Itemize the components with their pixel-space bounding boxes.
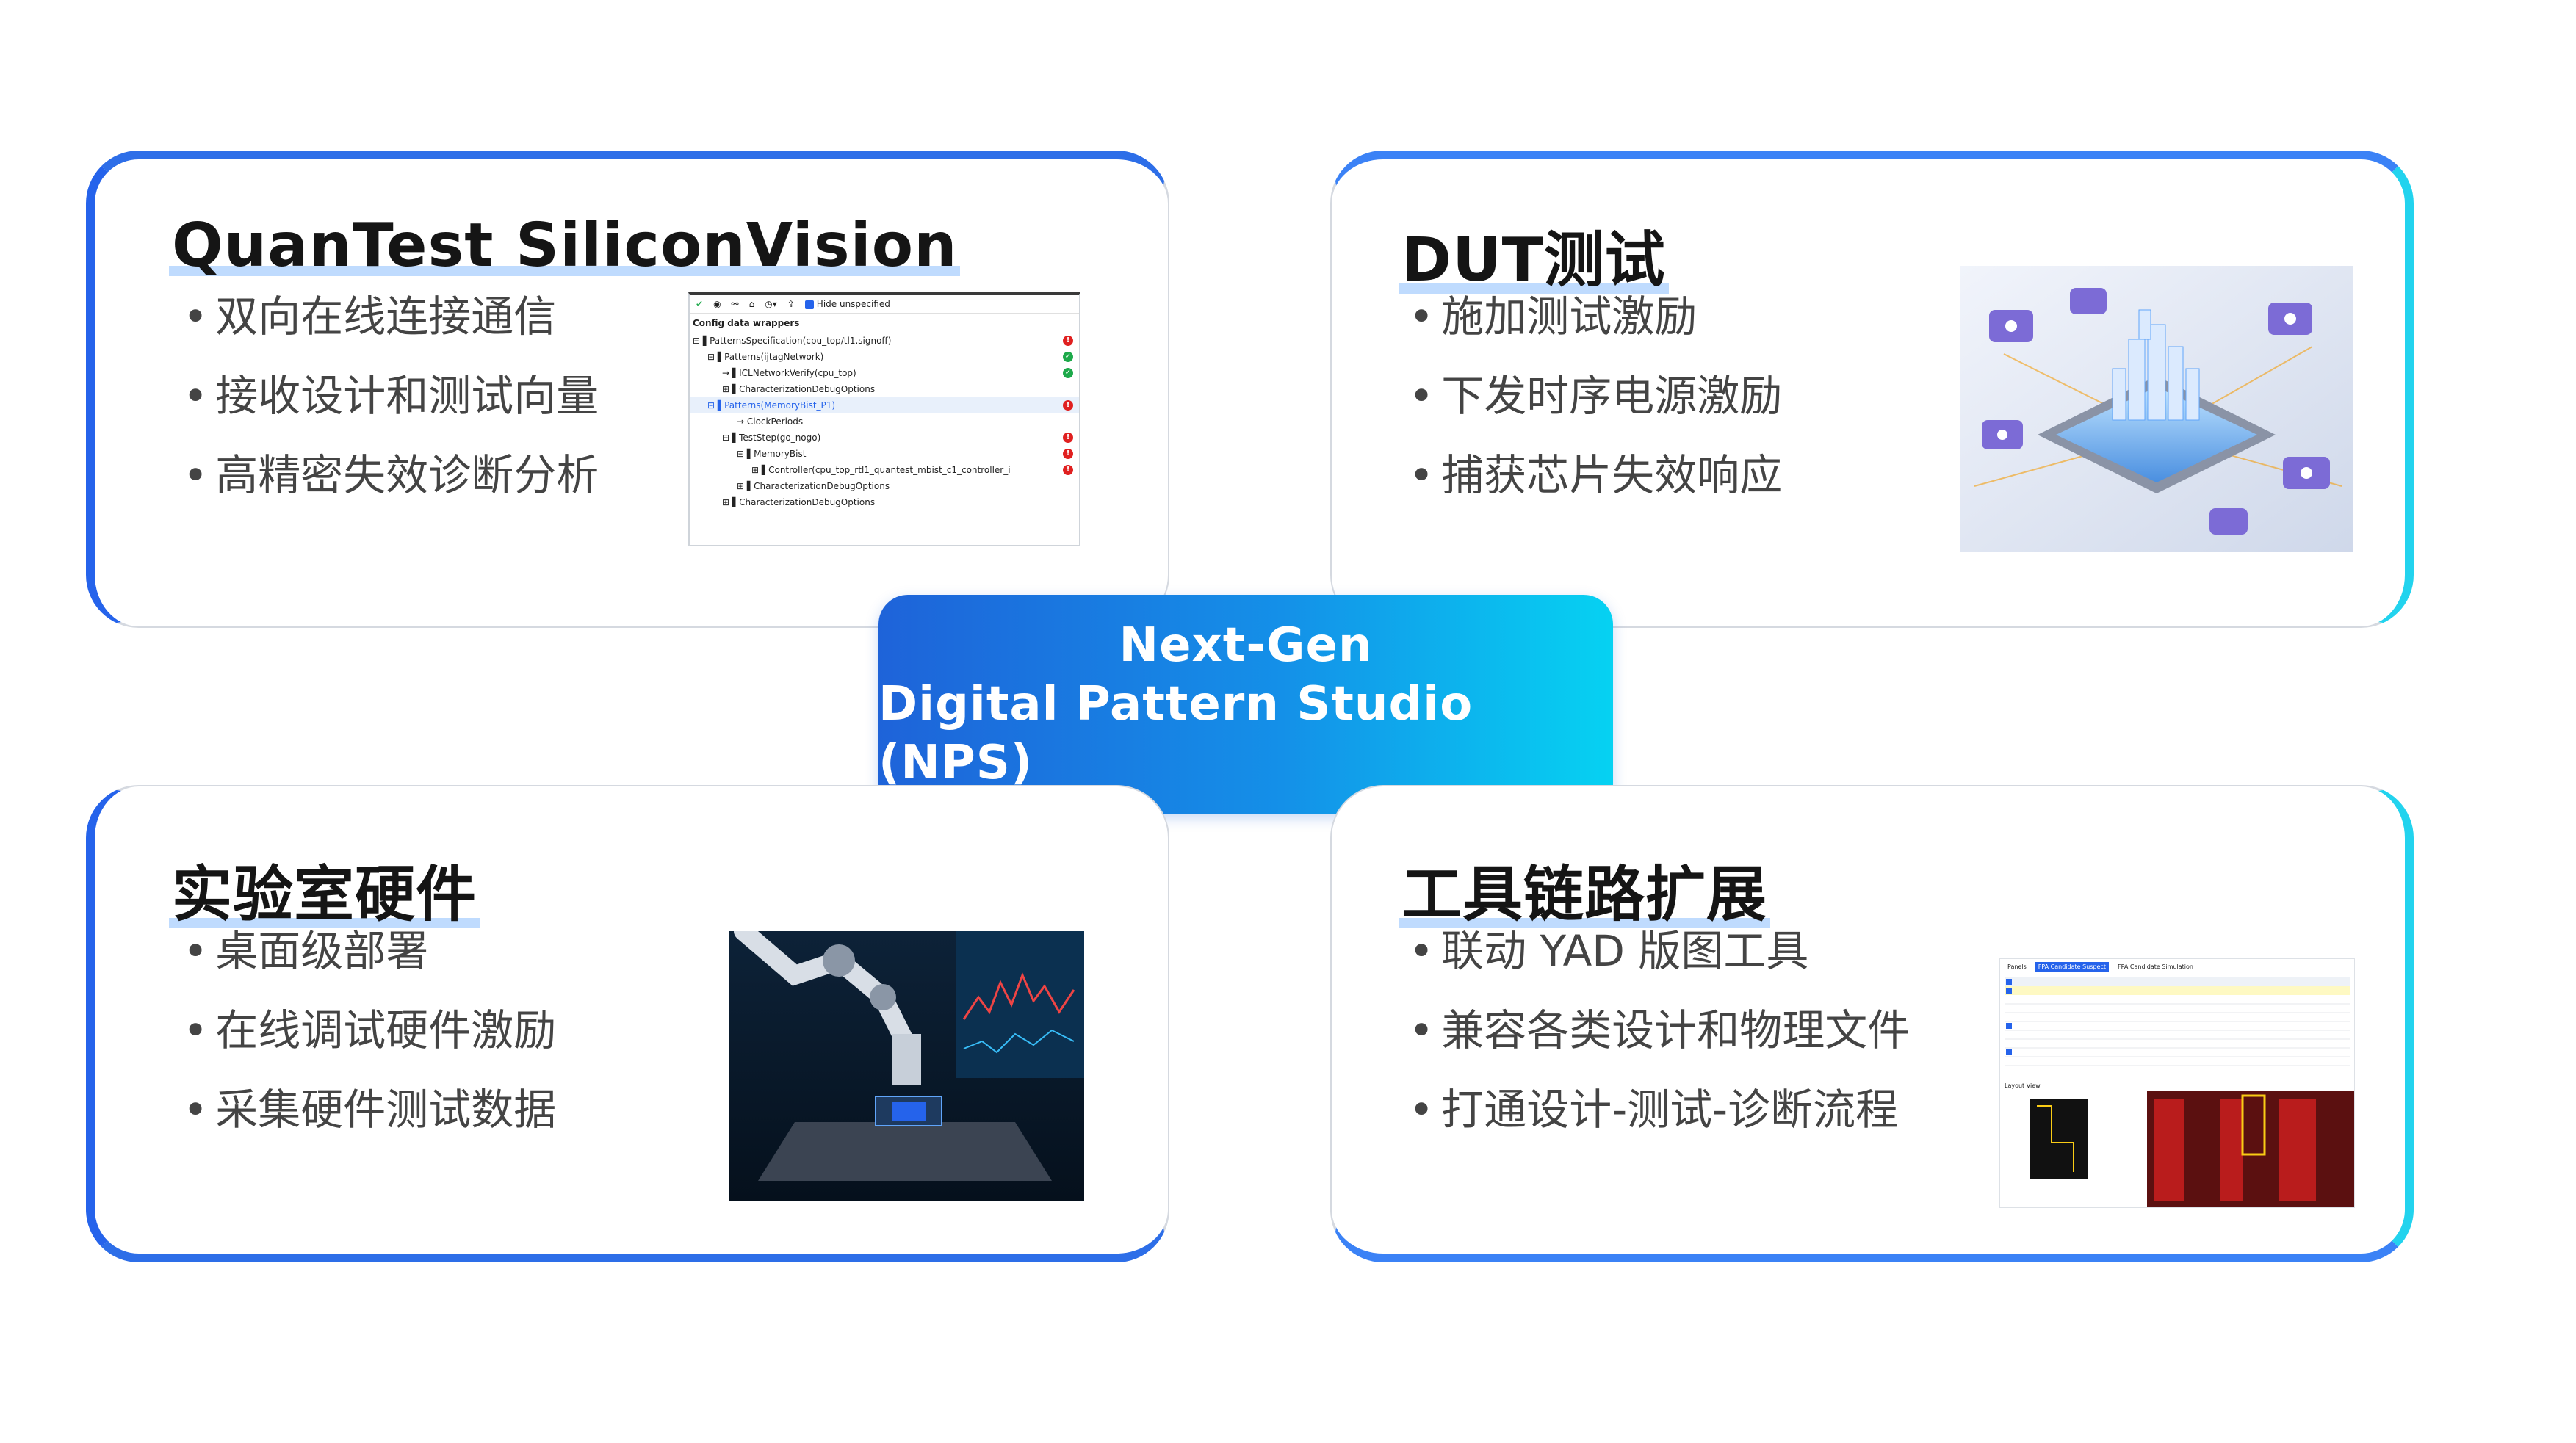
error-icon: ! — [1063, 449, 1073, 459]
tree-row[interactable]: ⊞ ▌CharacterizationDebugOptions — [722, 497, 876, 507]
bullet-list: 施加测试激励 下发时序电源激励 捕获芯片失效响应 — [1409, 277, 1782, 515]
run-icon: ◉ — [713, 299, 721, 309]
config-toolbar: ✔ ◉ ⚯ ⌂ ◷▾ ⇪ Hide unspecified — [690, 295, 1079, 314]
bullet-list: 双向在线连接通信 接收设计和测试向量 高精密失效诊断分析 — [183, 277, 599, 515]
config-wrappers-panel: ✔ ◉ ⚯ ⌂ ◷▾ ⇪ Hide unspecified Config dat… — [688, 292, 1080, 546]
yad-layout-panel: Panels FPA Candidate Suspect FPA Candida… — [1999, 958, 2355, 1208]
chip-illustration — [1960, 266, 2353, 552]
bullet-item: 在线调试硬件激励 — [183, 991, 556, 1070]
center-line-1: Next-Gen — [1119, 618, 1373, 673]
tab-fpa-suspect[interactable]: FPA Candidate Suspect — [2035, 962, 2109, 972]
bullet-item: 联动 YAD 版图工具 — [1409, 911, 1910, 991]
card-title: QuanTest SiliconVision — [169, 211, 961, 281]
tree-row[interactable]: → ClockPeriods — [737, 416, 804, 427]
upload-icon: ⇪ — [787, 299, 795, 309]
card-title: DUT测试 — [1399, 211, 1669, 298]
config-header: Config data wrappers — [693, 318, 800, 328]
bullet-item: 双向在线连接通信 — [183, 277, 599, 356]
bullet-item: 下发时序电源激励 — [1409, 356, 1782, 435]
tree-row[interactable]: → ▌ICLNetworkVerify(cpu_top)✓ — [690, 365, 1079, 381]
error-icon: ! — [1063, 433, 1073, 443]
bullet-item: 兼容各类设计和物理文件 — [1409, 991, 1910, 1070]
card-title: 实验室硬件 — [169, 845, 480, 933]
error-icon: ! — [1063, 336, 1073, 346]
tab-panels[interactable]: Panels — [2007, 963, 2027, 970]
ok-icon: ✓ — [1063, 352, 1073, 362]
tree-row[interactable]: ⊟ ▌PatternsSpecification(cpu_top/tl1.sig… — [690, 333, 1079, 349]
bullet-item: 采集硬件测试数据 — [183, 1070, 556, 1149]
layout-view-label: Layout View — [2005, 1082, 2041, 1089]
error-icon: ! — [1063, 465, 1073, 475]
link-icon: ⚯ — [731, 299, 739, 309]
layout-view — [2030, 1091, 2354, 1207]
bullet-item: 接收设计和测试向量 — [183, 356, 599, 435]
filter-icon: ⌂ — [748, 299, 755, 309]
bullet-list: 桌面级部署 在线调试硬件激励 采集硬件测试数据 — [183, 911, 556, 1149]
robot-arm-photo — [729, 931, 1084, 1201]
tree-row[interactable]: ⊞ ▌CharacterizationDebugOptions — [737, 481, 890, 491]
bullet-item: 桌面级部署 — [183, 911, 556, 991]
check-icon: ✔ — [696, 299, 704, 309]
bullet-item: 施加测试激励 — [1409, 277, 1782, 356]
card-title: 工具链路扩展 — [1399, 845, 1771, 933]
tree-row[interactable]: ⊟ ▌Patterns(ijtagNetwork)✓ — [690, 349, 1079, 365]
tree-row[interactable]: ⊞ ▌Controller(cpu_top_rtl1_quantest_mbis… — [690, 462, 1079, 478]
tree-row[interactable]: ⊟ ▌MemoryBist! — [690, 446, 1079, 462]
clock-icon: ◷▾ — [765, 299, 777, 309]
panel-tabs: Panels FPA Candidate Suspect FPA Candida… — [2000, 959, 2354, 974]
tree-row[interactable]: ⊞ ▌CharacterizationDebugOptions — [722, 384, 876, 394]
bullet-list: 联动 YAD 版图工具 兼容各类设计和物理文件 打通设计-测试-诊断流程 — [1409, 911, 1910, 1149]
bullet-item: 高精密失效诊断分析 — [183, 435, 599, 515]
hide-unspecified-checkbox[interactable]: Hide unspecified — [804, 299, 890, 309]
tree-row[interactable]: ⊟ ▌TestStep(go_nogo)! — [690, 430, 1079, 446]
center-product-label: Next-Gen Digital Pattern Studio (NPS) — [878, 595, 1613, 814]
center-line-2: Digital Pattern Studio (NPS) — [878, 677, 1473, 790]
bullet-item: 捕获芯片失效响应 — [1409, 435, 1782, 515]
suspect-table — [2005, 977, 2350, 1066]
error-icon: ! — [1063, 400, 1073, 411]
ok-icon: ✓ — [1063, 368, 1073, 378]
tree-row[interactable]: ⊟ ▌Patterns(MemoryBist_P1)! — [690, 397, 1079, 413]
tab-fpa-simulation[interactable]: FPA Candidate Simulation — [2117, 963, 2193, 970]
bullet-item: 打通设计-测试-诊断流程 — [1409, 1070, 1910, 1149]
